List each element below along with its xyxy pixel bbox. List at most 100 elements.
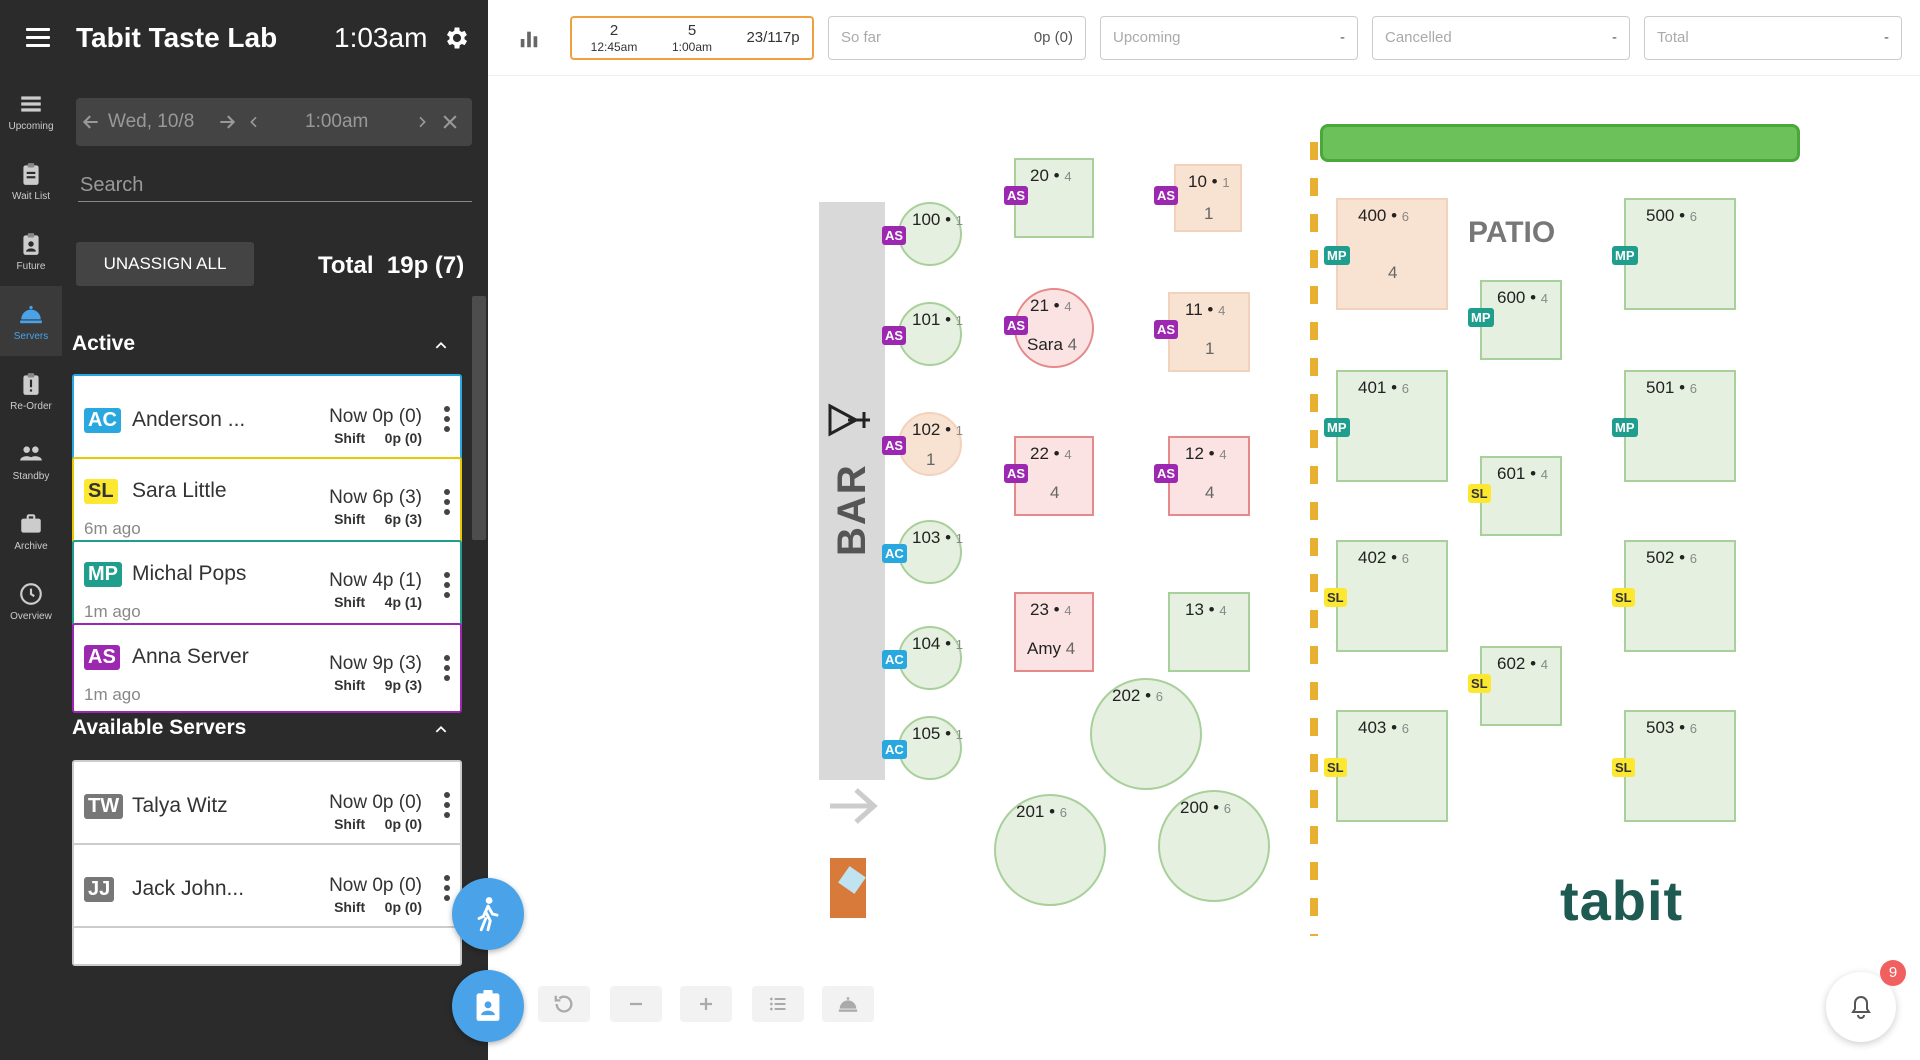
reservation-button[interactable] [452,970,524,1042]
table-guests: 1 [926,450,936,469]
server-now: Now 0p (0) [329,875,422,896]
history-button[interactable] [538,986,590,1022]
menu-icon[interactable] [26,28,50,48]
stat-cancelled[interactable]: Cancelled- [1372,16,1630,60]
more-options-icon[interactable] [444,792,450,822]
chevron-left-icon[interactable] [246,112,262,132]
server-card-anna-server[interactable]: AS Anna Server 1m ago Now 9p (3) Shift 9… [72,623,462,713]
entrance-arrow-icon [830,788,878,824]
time-value[interactable]: 1:00am [305,111,369,132]
table-202[interactable]: 202 • 6 [1090,678,1202,790]
table-23[interactable]: 23 • 4 Amy 4 [1014,592,1094,672]
table-server-badge: AS [1004,316,1029,335]
walk-in-button[interactable] [452,878,524,950]
nav-label: Archive [14,540,48,552]
table-guests: Amy 4 [1027,639,1076,658]
chevron-up-icon[interactable] [434,338,448,352]
more-options-icon[interactable] [444,572,450,602]
zoom-in-button[interactable] [680,986,732,1022]
server-list-scrollbar[interactable] [472,296,486,540]
nav-servers[interactable]: Servers [0,286,62,356]
server-card-anderson[interactable]: AC Anderson ... Now 0p (0) Shift 0p (0) [72,374,462,464]
unassign-all-button[interactable]: UNASSIGN ALL [76,242,254,286]
nav-wait-list[interactable]: Wait List [0,146,62,216]
search-input[interactable] [78,170,472,202]
nav-archive[interactable]: Archive [0,496,62,566]
arrow-right-icon[interactable] [216,112,238,132]
table-number: 23 • 4 [1030,600,1072,619]
chevron-right-icon[interactable] [414,112,430,132]
server-now: Now 0p (0) [329,406,422,427]
zoom-out-button[interactable] [610,986,662,1022]
server-card-partial[interactable] [72,926,462,966]
more-options-icon[interactable] [444,655,450,685]
bar-chart-icon[interactable] [518,28,540,50]
table-number: 105 • 1 [912,724,964,743]
notifications-button[interactable] [1826,972,1896,1042]
nav-overview[interactable]: Overview [0,566,62,636]
table-server-badge: AC [882,544,907,563]
slot-3-covers: 23/117p [746,29,800,46]
table-200[interactable]: 200 • 6 [1158,790,1270,902]
server-initials-badge: MP [84,562,122,587]
more-options-icon[interactable] [444,489,450,519]
stat-total[interactable]: Total- [1644,16,1902,60]
nav-label: Upcoming [8,120,54,132]
table-guests: 1 [1204,204,1214,223]
section-available-title: Available Servers [72,716,247,739]
more-options-icon[interactable] [444,406,450,436]
table-201[interactable]: 201 • 6 [994,794,1106,906]
table-server-badge: AC [882,740,907,759]
bar-counter [819,202,885,780]
nav-future[interactable]: Future [0,216,62,286]
server-shift: Shift 9p (3) [334,677,422,693]
table-number: 600 • 4 [1497,288,1549,307]
table-server-badge: AS [1154,186,1179,205]
arrow-left-icon[interactable] [80,112,102,132]
server-card-jack-john[interactable]: JJ Jack John... Now 0p (0) Shift 0p (0) [72,843,462,933]
list-view-button[interactable] [752,986,804,1022]
server-card-michal-pops[interactable]: MP Michal Pops 1m ago Now 4p (1) Shift 4… [72,540,462,630]
table-13[interactable]: 13 • 4 [1168,592,1250,672]
server-card-talya-witz[interactable]: TW Talya Witz Now 0p (0) Shift 0p (0) [72,760,462,850]
table-105[interactable]: 105 • 1 AC [882,716,964,780]
gear-icon[interactable] [443,24,471,52]
server-card-sara-little[interactable]: SL Sara Little 6m ago Now 6p (3) Shift 6… [72,457,462,547]
more-options-icon[interactable] [444,875,450,905]
server-name: Anderson ... [132,408,246,431]
chevron-up-icon[interactable] [434,722,448,736]
stat-upcoming[interactable]: Upcoming- [1100,16,1358,60]
table-server-badge: AC [882,650,907,669]
close-icon[interactable] [440,112,460,132]
date-value[interactable]: Wed, 10/8 [108,111,195,132]
server-name: Anna Server [132,645,249,668]
server-view-button[interactable] [822,986,874,1022]
nav-upcoming[interactable]: Upcoming [0,76,62,146]
nav-standby[interactable]: Standby [0,426,62,496]
nav-re-order[interactable]: Re-Order [0,356,62,426]
